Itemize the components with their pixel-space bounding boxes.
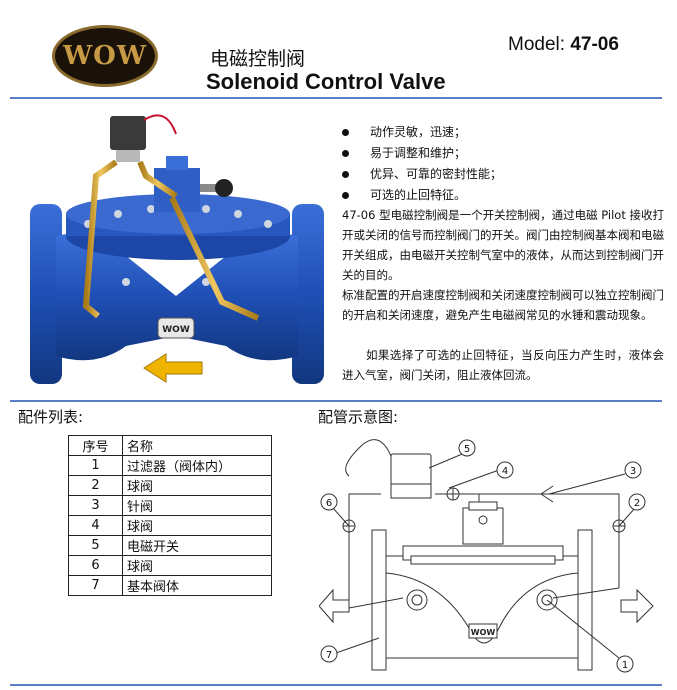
callout-2: 2 <box>634 498 640 509</box>
middle-divider <box>10 400 662 402</box>
feature-item: 可选的止回特征。 <box>342 185 662 206</box>
bullet-icon <box>342 171 349 178</box>
callout-5: 5 <box>464 444 470 455</box>
piping-diagram-title: 配管示意图: <box>318 408 399 426</box>
parts-list-title: 配件列表: <box>18 408 84 426</box>
model-number: Model: 47-06 <box>508 34 619 56</box>
header-name: 名称 <box>122 435 272 456</box>
valve-plate-logo: WOW <box>162 325 190 335</box>
feature-item: 优异、可靠的密封性能； <box>342 164 662 185</box>
header-number: 序号 <box>68 435 123 456</box>
feature-item: 动作灵敏，迅速； <box>342 122 662 143</box>
speed-control-paragraph: 标准配置的开启速度控制阀和关闭速度控制阀可以独立控制阀门的开启和关闭速度，避免产… <box>342 288 664 322</box>
callout-1: 1 <box>622 660 628 671</box>
description-paragraph: 47-06 型电磁控制阀是一个开关控制阀，通过电磁 Pilot 接收打开或关闭的… <box>342 208 664 282</box>
diagram-body-logo: WOW <box>471 628 496 637</box>
logo-text: WOW <box>62 41 148 71</box>
top-divider <box>10 97 662 99</box>
model-label: Model: <box>508 34 571 55</box>
model-value: 47-06 <box>570 34 619 55</box>
valve-photo: WOW <box>30 114 324 384</box>
table-header-row: 序号 名称 <box>68 435 272 456</box>
callout-3: 3 <box>630 466 636 477</box>
callout-4: 4 <box>502 466 508 477</box>
wow-logo: WOW <box>52 25 158 87</box>
bullet-icon <box>342 192 349 199</box>
title-english: Solenoid Control Valve <box>206 69 446 94</box>
check-feature-paragraph: 如果选择了可选的止回特征，当反向压力产生时，液体会进入气室，阀门关闭，阻止液体回… <box>342 348 664 382</box>
bullet-icon <box>342 150 349 157</box>
title-chinese: 电磁控制阀 <box>210 48 306 70</box>
feature-item: 易于调整和维护； <box>342 143 662 164</box>
flow-direction-arrow <box>143 353 203 383</box>
feature-list: 动作灵敏，迅速； 易于调整和维护； 优异、可靠的密封性能； 可选的止回特征。 <box>342 122 662 206</box>
callout-6: 6 <box>326 498 332 509</box>
piping-diagram: WOW 5 4 3 2 6 7 1 <box>319 439 654 673</box>
bullet-icon <box>342 129 349 136</box>
bottom-divider <box>10 684 662 686</box>
callout-7: 7 <box>326 650 332 661</box>
